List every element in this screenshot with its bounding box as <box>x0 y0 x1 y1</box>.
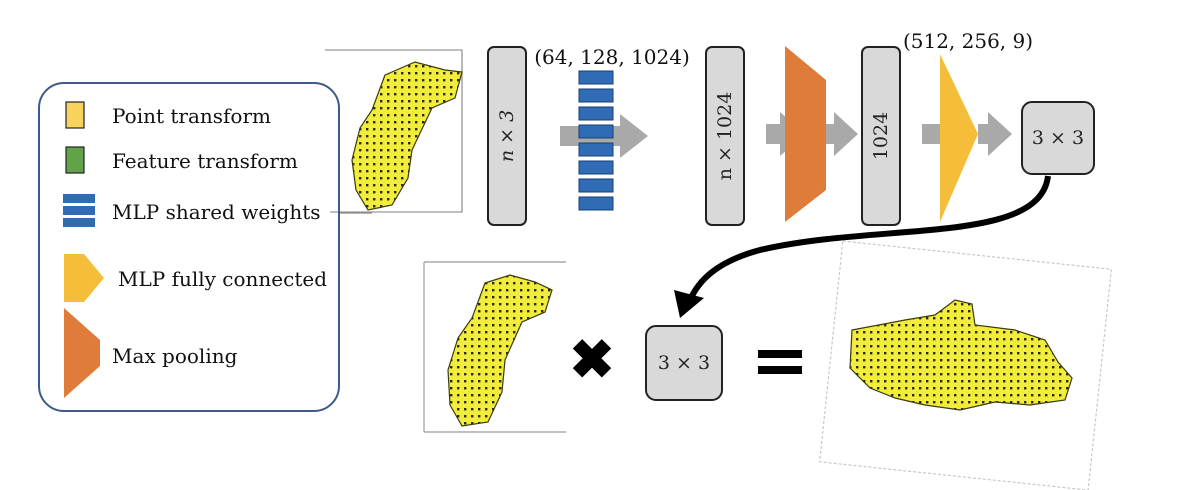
feature-block <box>705 46 745 226</box>
point-transform-swatch <box>65 101 85 129</box>
legend-label-mlp-shared-weights: MLP shared weights <box>112 200 321 224</box>
arrow-pool-to-vector <box>826 112 858 156</box>
input-point-cloud-frame <box>325 49 463 213</box>
pooled-block <box>861 46 901 226</box>
curved-arrow-to-equation <box>687 175 1051 302</box>
transform-matrix-label: 3 × 3 <box>1032 127 1084 149</box>
feature-block-label: n × 1024 <box>714 92 736 181</box>
legend-label-point-transform: Point transform <box>112 104 271 128</box>
mlp-fc-dims-label: (512, 256, 9) <box>903 29 1033 53</box>
mlp-shared-dims-label: (64, 128, 1024) <box>534 45 690 69</box>
legend-label-mlp-fully-connected: MLP fully connected <box>118 267 328 291</box>
legend-label-max-pooling: Max pooling <box>112 344 238 368</box>
mlp-fully-connected-shape <box>940 54 978 222</box>
equals-bar-bottom <box>758 366 802 374</box>
transform-matrix-box <box>1021 101 1095 175</box>
mlp-fully-connected-swatch <box>64 254 104 302</box>
bottom-input-cloud-frame <box>423 261 566 433</box>
max-pooling-swatch <box>64 308 100 398</box>
equation-matrix-label: 3 × 3 <box>658 352 710 374</box>
curved-arrow-head <box>674 290 704 318</box>
mlp-shared-weights-swatch <box>63 194 95 227</box>
legend-label-feature-transform: Feature transform <box>112 149 298 173</box>
transformed-cloud-frame <box>818 240 1113 490</box>
arrow-fc-to-matrix <box>978 112 1012 156</box>
input-point-cloud <box>351 61 463 211</box>
legend-box <box>38 82 340 412</box>
input-block-label: n × 3 <box>496 110 518 162</box>
bottom-input-point-cloud <box>447 274 553 427</box>
pooled-block-label: 1024 <box>870 112 892 160</box>
max-pooling-shape <box>785 46 826 222</box>
multiply-operator: ✖ <box>569 327 614 391</box>
mlp-shared-weights-stack <box>578 70 614 211</box>
feature-transform-swatch <box>65 146 85 174</box>
equals-bar-top <box>758 350 802 358</box>
transformed-point-cloud <box>849 299 1073 411</box>
input-block <box>487 46 527 226</box>
equation-matrix-box <box>645 325 723 401</box>
